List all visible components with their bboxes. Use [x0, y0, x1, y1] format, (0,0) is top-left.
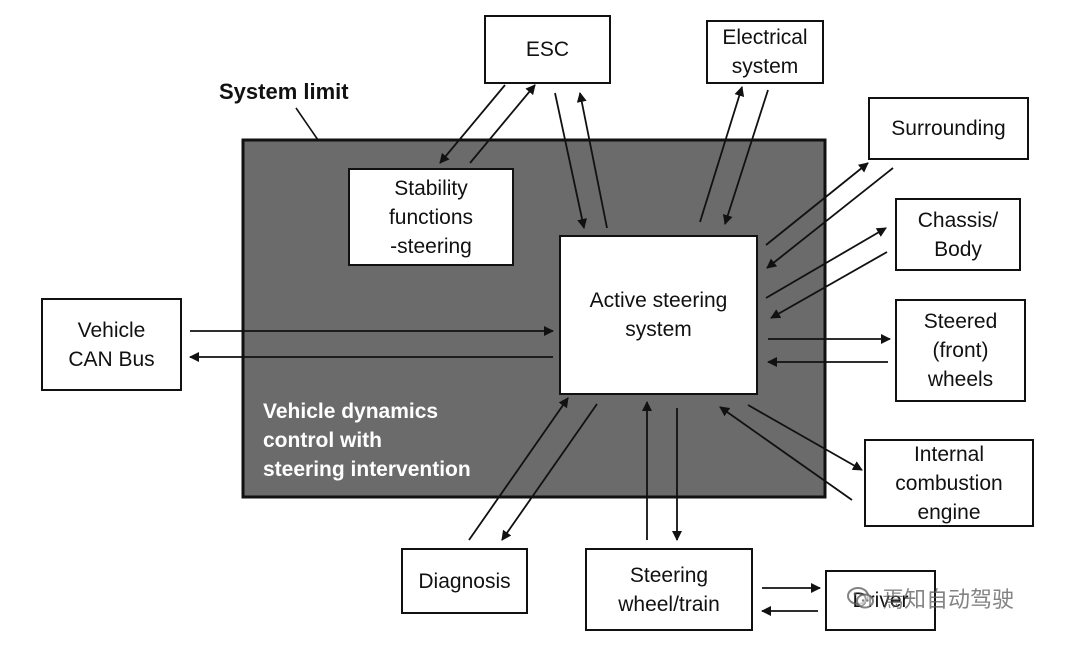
- arrow-diagnosis-to-active: [468, 397, 569, 541]
- wechat-icon: [847, 587, 874, 609]
- arrow-electrical-to-active: [722, 89, 769, 225]
- arrow-active-to-chassis: [765, 227, 887, 299]
- arrow-active-to-diagnosis: [501, 403, 598, 541]
- vehicle-can-bus-box: Vehicle CAN Bus: [41, 298, 182, 391]
- watermark: 焉知自动驾驶: [846, 582, 1014, 614]
- arrow-esc-to-stability: [439, 84, 506, 164]
- vehicle-dynamics-control-label: Vehicle dynamics control with steering i…: [263, 400, 471, 481]
- internal-combustion-engine-box: Internal combustion engine: [864, 439, 1034, 527]
- driver-box: Driver: [825, 570, 936, 631]
- steered-wheels-box: Steered (front) wheels: [895, 299, 1026, 402]
- system-limit-leader-line: [295, 107, 319, 141]
- arrow-surrounding-to-active: [766, 167, 894, 269]
- arrow-esc-to-active: [554, 92, 587, 229]
- diagnosis-box: Diagnosis: [401, 548, 528, 614]
- electrical-system-box: Electrical system: [706, 20, 824, 84]
- steering-wheel-train-box: Steering wheel/train: [585, 548, 753, 631]
- watermark-text: 焉知自动驾驶: [882, 588, 1015, 613]
- arrow-stability-to-esc: [469, 84, 536, 164]
- active-steering-system-box: Active steering system: [559, 235, 758, 395]
- surrounding-box: Surrounding: [868, 97, 1029, 160]
- arrow-active-to-surrounding: [765, 162, 869, 246]
- esc-box: ESC: [484, 15, 611, 84]
- system-limit-label: System limit: [219, 79, 349, 104]
- arrow-active-to-engine: [747, 404, 863, 471]
- arrow-chassis-to-active: [770, 251, 888, 319]
- arrow-active-to-electrical: [699, 86, 745, 223]
- arrow-active-to-esc: [576, 92, 608, 229]
- chassis-body-box: Chassis/ Body: [895, 198, 1021, 271]
- arrow-engine-to-active: [719, 406, 853, 501]
- stability-functions-box: Stability functions -steering: [348, 168, 514, 266]
